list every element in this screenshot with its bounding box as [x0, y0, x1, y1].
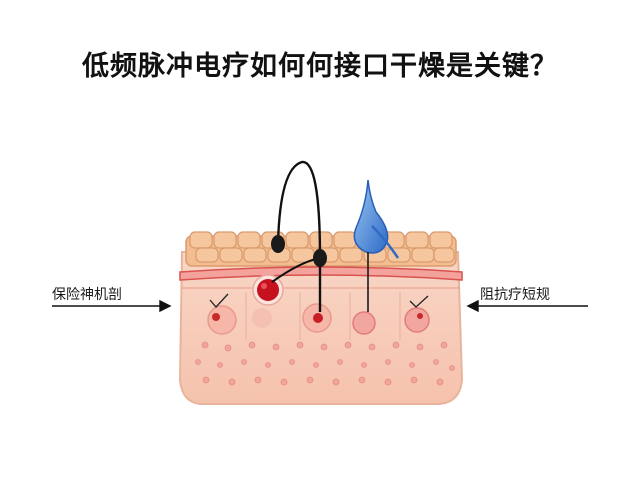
right-label: 阻抗疗短规	[480, 287, 550, 303]
right-arrow	[466, 299, 588, 313]
pore-dots	[195, 341, 455, 386]
red-electrode-spot-icon	[252, 274, 284, 306]
left-label: 保险神机剖	[52, 287, 122, 303]
electrode-wire	[276, 160, 322, 312]
water-droplet-icon	[353, 179, 400, 312]
skin-cells	[207, 303, 430, 335]
left-arrow	[52, 299, 172, 313]
black-electrode-icon	[271, 235, 327, 267]
page-title: 低频脉冲电疗如何何接口干燥是关键？	[82, 51, 558, 82]
